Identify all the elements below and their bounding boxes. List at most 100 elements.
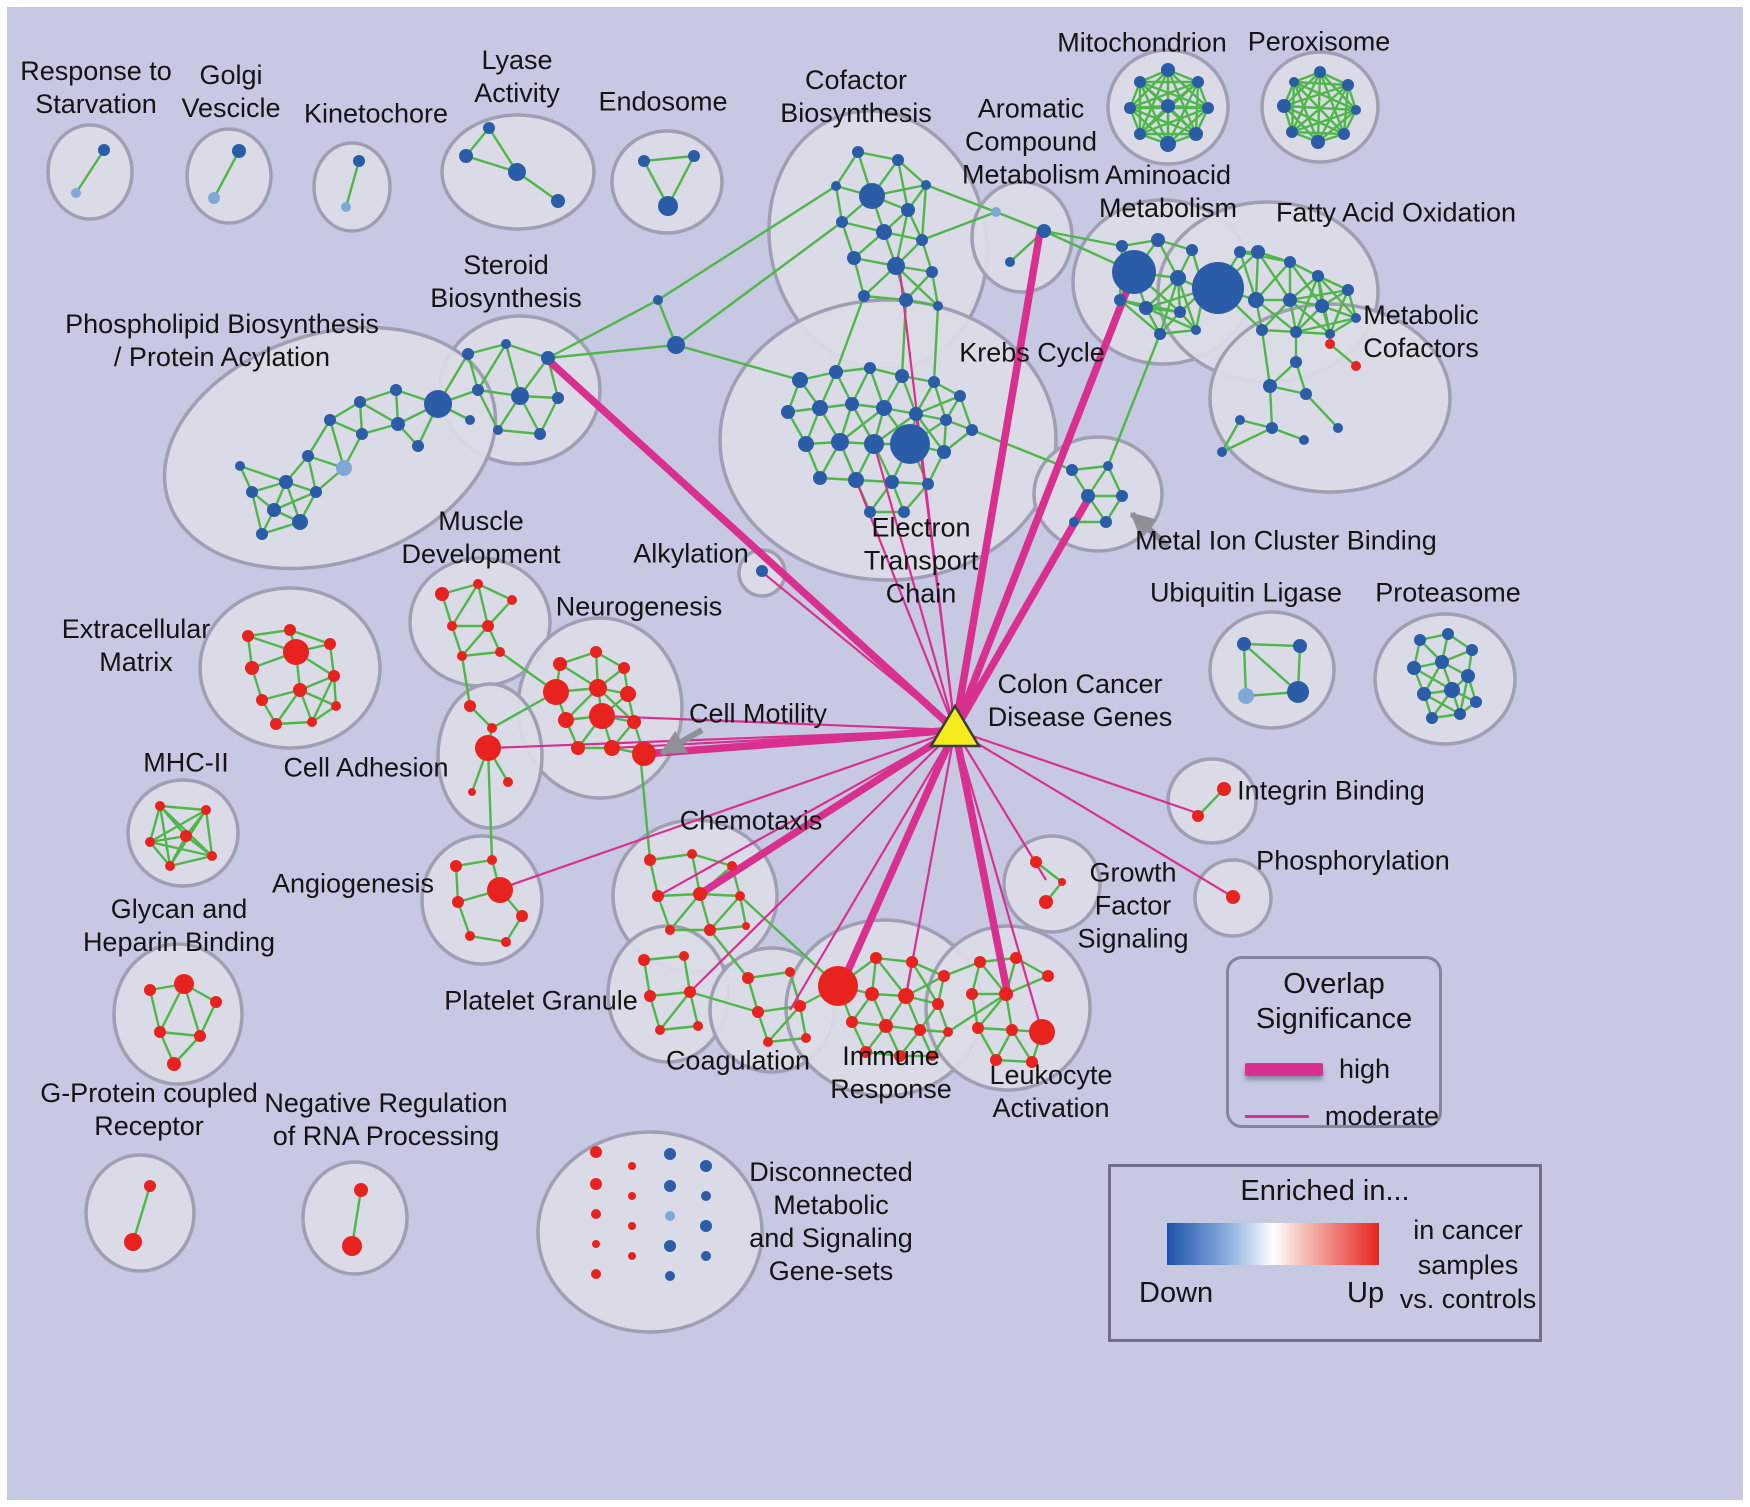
edge-peroxisome <box>1319 71 1357 111</box>
edge-platelet-granule <box>643 954 685 962</box>
enriched-legend: Enriched in... Down Up in cancer samples… <box>1108 1164 1542 1342</box>
node-metal-ion-cluster-binding <box>1116 490 1128 502</box>
node-neurogenesis <box>632 742 656 766</box>
node-cell-adhesion <box>464 700 476 712</box>
node-neurogenesis <box>553 657 567 671</box>
node-proteasome <box>1414 634 1426 646</box>
edge-platelet-granule <box>682 955 692 993</box>
edge-steroid-biosynthesis <box>476 389 500 431</box>
node-proteasome <box>1417 687 1431 701</box>
edge-muscle-development <box>450 583 480 627</box>
node-connector-nodes <box>653 295 663 305</box>
node-mitochondrion <box>1161 99 1175 113</box>
node-aromatic-compound-metabolism <box>1037 224 1051 238</box>
node-platelet-granule <box>638 954 650 966</box>
edge-mitochondrion <box>1139 80 1209 110</box>
overlap-link-moderate <box>501 728 956 890</box>
node-immune-response <box>914 1024 926 1036</box>
node-cofactor-biosynthesis <box>933 301 943 311</box>
cluster-ellipse-g-protein-coupled-receptor <box>84 1153 196 1273</box>
node-aromatic-compound-metabolism <box>1005 257 1015 267</box>
node-aromatic-compound-metabolism <box>991 207 1001 217</box>
node-leukocyte-activation <box>990 1054 1002 1066</box>
edge-mhc-ii <box>149 841 171 867</box>
edge-immune-response <box>875 956 913 964</box>
node-cofactor-biosynthesis <box>892 154 904 166</box>
overlap-link-moderate <box>954 729 1047 881</box>
node-ubiquitin-ligase <box>1293 639 1307 653</box>
node-krebs-electron-transport <box>895 369 909 383</box>
node-disconnected-gene-sets <box>701 1251 711 1261</box>
edge-aminoacid-metabolism <box>1145 306 1197 332</box>
node-leukocyte-activation <box>1006 1024 1018 1036</box>
node-fatty-acid-oxidation <box>1248 292 1264 308</box>
inter-cluster-edge <box>547 343 677 360</box>
node-platelet-granule <box>644 990 656 1002</box>
node-leukocyte-activation <box>966 988 978 1000</box>
node-coagulation <box>752 1006 764 1018</box>
edge-phospholipid-biosynthesis <box>250 491 264 535</box>
nodes <box>71 63 1482 1281</box>
node-immune-response <box>865 987 879 1001</box>
edge-peroxisome <box>1291 130 1345 136</box>
inter-cluster-edge <box>675 221 843 346</box>
overlap-links <box>489 228 1234 1033</box>
overlap-link-moderate <box>953 729 1044 1033</box>
inter-cluster-edge <box>547 298 659 360</box>
node-cofactor-biosynthesis <box>852 146 864 158</box>
overlap-high-label: high <box>1339 1053 1391 1084</box>
edge-mitochondrion <box>1138 81 1170 145</box>
node-angiogenesis <box>465 931 475 941</box>
node-steroid-biosynthesis <box>541 351 555 365</box>
edge-peroxisome <box>1293 80 1357 112</box>
node-extracellular-matrix <box>328 670 340 682</box>
inter-cluster-edge <box>657 184 837 302</box>
cluster-ellipse-metal-ion-cluster-binding <box>1032 435 1164 553</box>
node-krebs-electron-transport <box>781 405 795 419</box>
node-endosome <box>688 150 700 162</box>
edge-extracellular-matrix <box>275 720 313 726</box>
edge-immune-response <box>875 957 907 997</box>
edge-mhc-ii <box>148 805 162 843</box>
node-platelet-granule <box>684 986 696 998</box>
inter-cluster-edge <box>1260 329 1272 387</box>
overlap-link-moderate <box>489 728 956 750</box>
node-coagulation <box>742 972 754 984</box>
edge-leukocyte-activation <box>995 1058 1033 1064</box>
node-fatty-acid-oxidation <box>1325 329 1335 339</box>
node-metabolic-cofactors <box>1266 422 1278 434</box>
edge-fatty-acid-oxidation <box>1328 289 1350 335</box>
node-immune-response <box>818 966 858 1006</box>
node-peroxisome <box>1289 77 1299 87</box>
edge-leukocyte-activation <box>1010 1029 1034 1063</box>
edge-immune-response <box>910 961 940 1005</box>
edge-cofactor-biosynthesis <box>895 265 939 307</box>
overlap-moderate-swatch <box>1245 1114 1309 1118</box>
node-proteasome <box>1461 669 1475 683</box>
node-muscle-development <box>457 651 467 661</box>
node-steroid-biosynthesis <box>552 392 564 404</box>
node-platelet-granule <box>655 1025 665 1035</box>
node-disconnected-gene-sets <box>591 1209 601 1219</box>
node-mhc-ii <box>165 861 175 871</box>
node-peroxisome <box>1277 99 1291 113</box>
edge-fatty-acid-oxidation <box>1254 251 1260 301</box>
node-krebs-electron-transport <box>954 390 966 402</box>
node-peroxisome <box>1286 126 1298 138</box>
edge-metabolic-cofactors <box>1329 343 1357 367</box>
callout-arrow <box>1130 511 1170 549</box>
node-fatty-acid-oxidation <box>1351 313 1361 323</box>
edge-chemotaxis <box>648 859 660 897</box>
edge-peroxisome <box>1292 81 1320 143</box>
edge-peroxisome <box>1290 81 1296 133</box>
node-peroxisome <box>1311 135 1325 149</box>
node-krebs-electron-transport <box>922 478 934 490</box>
node-leukocyte-activation <box>1029 1019 1055 1045</box>
node-cell-adhesion <box>487 723 497 733</box>
node-immune-response <box>938 970 950 982</box>
node-disconnected-gene-sets <box>664 1180 676 1192</box>
node-fatty-acid-oxidation <box>1342 284 1354 296</box>
node-krebs-electron-transport <box>845 397 859 411</box>
node-disconnected-gene-sets <box>628 1222 636 1230</box>
inter-cluster-edge <box>739 895 839 987</box>
